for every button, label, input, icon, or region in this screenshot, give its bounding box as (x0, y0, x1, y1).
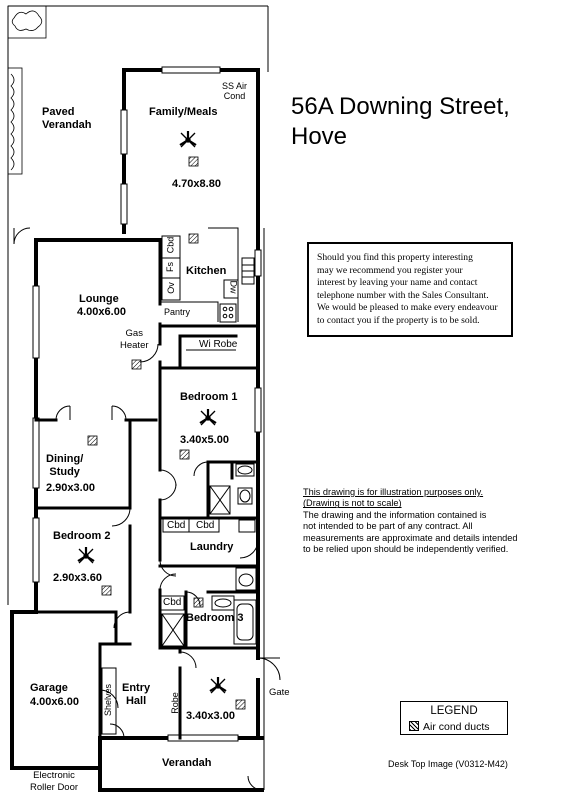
notice-line: may we recommend you register your (317, 264, 463, 276)
bedroom2-size: 2.90x3.60 (53, 572, 102, 584)
legend-title: LEGEND (430, 705, 478, 717)
notice-line: We would be pleased to make every endeav… (317, 302, 498, 314)
lounge-size: 4.00x6.00 (77, 306, 126, 318)
verandah-label: Verandah (162, 757, 212, 769)
lounge-name: Lounge (79, 293, 119, 305)
kitchen-benches (159, 227, 255, 323)
robe-label: Robe (169, 692, 180, 714)
cbd-kitchen-label: Cbd (165, 236, 176, 254)
air-cond-duct-icon (179, 449, 190, 460)
ceiling-fan-icon (199, 409, 217, 426)
laundry-label: Laundry (190, 541, 234, 553)
air-cond-duct-icon (87, 435, 98, 446)
disclaimer-line: measurements are approximate and details… (303, 532, 518, 543)
bedroom2-name: Bedroom 2 (53, 530, 111, 542)
ceiling-fan-icon (179, 131, 197, 148)
disclaimer-line: to be relied upon should be independentl… (303, 544, 509, 555)
disclaimer-heading: This drawing is for illustration purpose… (303, 487, 484, 497)
wi-robe-label: Wi Robe (199, 339, 238, 350)
cbd-laundry-2-label: Cbd (196, 520, 215, 531)
air-cond-duct-icon (101, 585, 112, 596)
cupboards (101, 349, 256, 735)
air-cond-duct-icon (188, 233, 199, 244)
dining-name: Dining/Study (46, 453, 84, 478)
cbd-bath-label: Cbd (163, 597, 182, 608)
air-cond-duct-icon (188, 156, 199, 167)
air-cond-ducts (87, 156, 246, 710)
property-address: 56A Downing Street, Hove (291, 92, 510, 152)
notice-line: interest by leaving your name and contac… (317, 277, 478, 289)
bedroom1-size: 3.40x5.00 (180, 434, 229, 446)
sanitary-fixtures (211, 463, 257, 645)
notice-line: telephone number with the Sales Consulta… (317, 289, 489, 301)
legend: LEGEND Air cond ducts (400, 701, 508, 735)
air-cond-duct-icon (235, 699, 246, 710)
bedroom1-name: Bedroom 1 (180, 391, 238, 403)
notice-line: to contact you if the property is to be … (317, 314, 480, 326)
ceiling-fans (77, 131, 227, 694)
disclaimer-line: not intended to be part of any contract.… (303, 521, 473, 532)
garage-size: 4.00x6.00 (30, 696, 79, 708)
ov-label: Ov (165, 282, 176, 294)
legend-item-label: Air cond ducts (423, 721, 490, 733)
disclaimer-line: The drawing and the information containe… (303, 509, 487, 520)
legend-item: Air cond ducts (409, 721, 490, 733)
image-reference: Desk Top Image (V0312-M42) (388, 759, 508, 769)
family-meals-size: 4.70x8.80 (172, 178, 221, 190)
gate-label: Gate (269, 687, 290, 698)
fs-label: Fs (165, 262, 175, 272)
cbd-laundry-1-label: Cbd (167, 520, 186, 531)
trellis-symbol (7, 67, 23, 175)
shelves-label: Shelves (103, 683, 114, 717)
tree-symbol (7, 5, 47, 39)
ceiling-fan-icon (209, 677, 227, 694)
family-meals-name: Family/Meals (149, 106, 218, 118)
garage-name: Garage (30, 682, 68, 694)
disclaimer-scale-note: (Drawing is not to scale) (303, 498, 402, 509)
address-line1: 56A Downing Street, (291, 93, 510, 120)
kitchen-label: Kitchen (186, 265, 227, 277)
ceiling-fan-icon (77, 547, 95, 564)
air-cond-duct-icon (409, 721, 419, 731)
dining-size: 2.90x3.00 (46, 482, 95, 494)
air-cond-duct-icon (193, 597, 204, 608)
notice-line: Should you find this property interestin… (317, 252, 473, 263)
bedroom3-name: Bedroom 3 (186, 612, 244, 624)
registration-notice: Should you find this property interestin… (307, 242, 513, 337)
doors (13, 227, 281, 791)
pantry-label: Pantry (164, 307, 191, 317)
air-cond-duct-icon (131, 359, 142, 370)
windows (32, 66, 262, 742)
dw-label: Dw (228, 280, 239, 294)
disclaimer: This drawing is for illustration purpose… (303, 487, 518, 555)
address-line2: Hove (291, 123, 348, 150)
bedroom3-size: 3.40x3.00 (186, 710, 235, 722)
